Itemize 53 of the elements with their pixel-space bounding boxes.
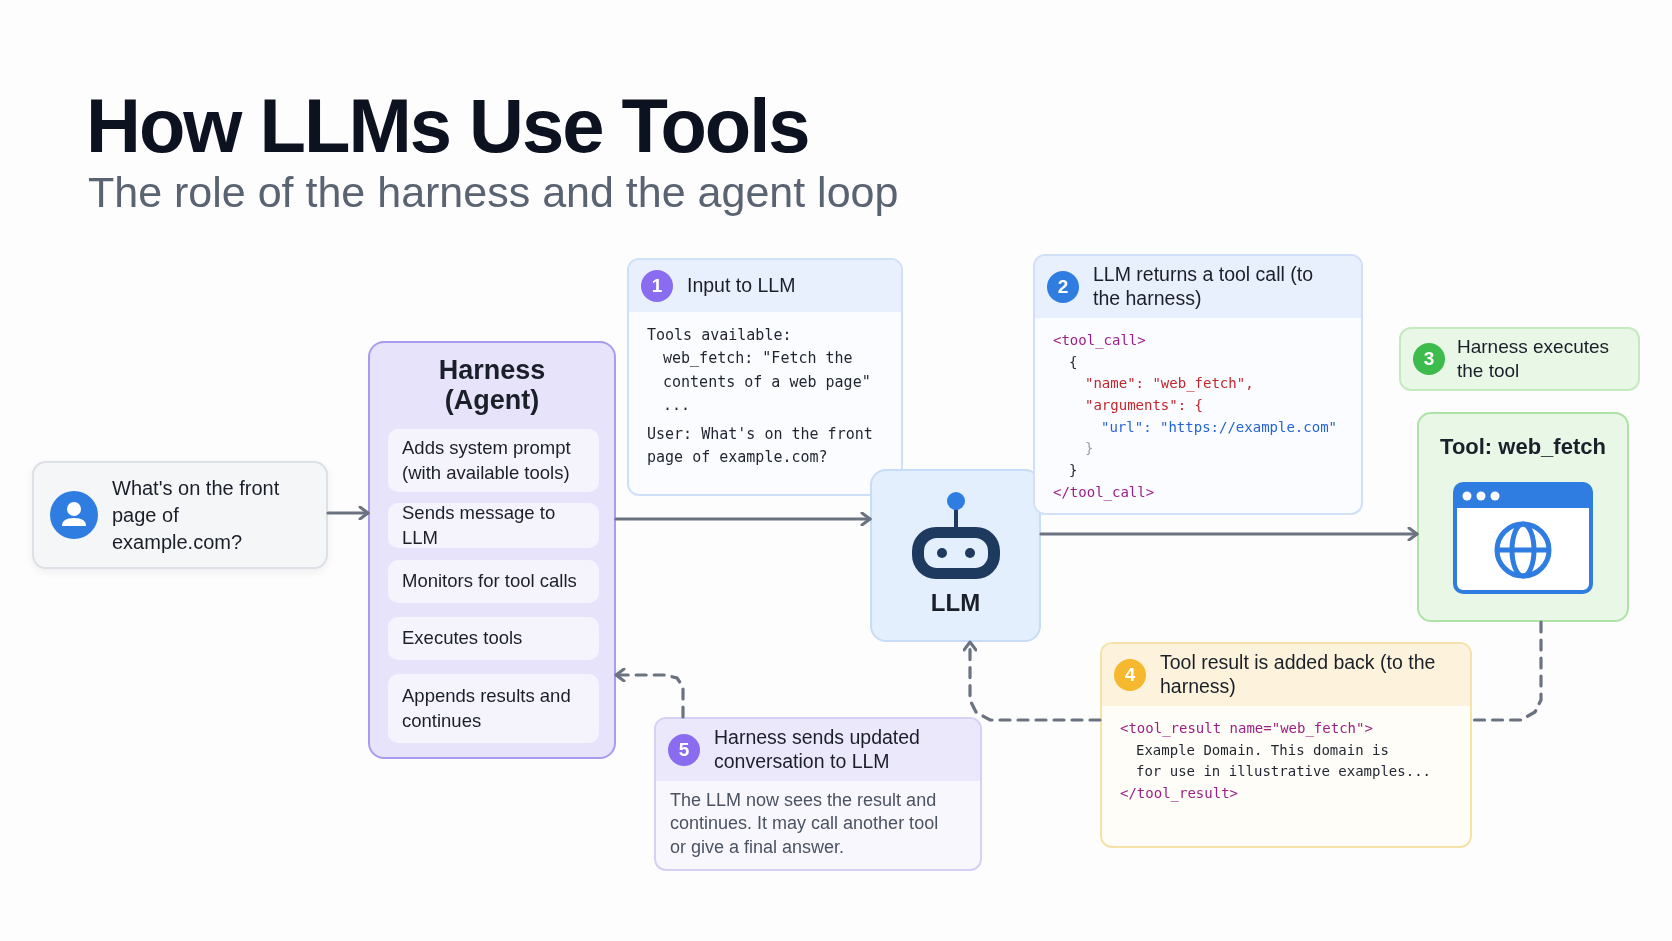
step-heading: Tool result is added back (to the harness) — [1160, 651, 1437, 699]
subtitle: The role of the harness and the agent loop — [88, 168, 899, 217]
tool-card — [1417, 412, 1629, 622]
arrow — [962, 640, 1102, 722]
llm-card — [870, 469, 1041, 642]
code-line: "name": "web_fetch", — [1084, 374, 1255, 394]
step-panel — [1033, 254, 1363, 515]
code-line: User: What's on the front page of example.com? — [647, 424, 874, 469]
code-line: </tool_call> — [1053, 482, 1156, 503]
step-text: Executes tools — [402, 626, 523, 651]
step-heading: LLM returns a tool call (to the harness) — [1093, 263, 1314, 311]
step-text: Appends results and continues — [402, 684, 572, 733]
harness-panel — [368, 341, 616, 759]
arrow — [614, 511, 872, 527]
code-line: ... — [662, 394, 692, 416]
query-text: What's on the front page of example.com? — [112, 475, 281, 555]
step-card — [1399, 327, 1640, 391]
code-line: Tools available: — [647, 325, 793, 346]
tool-name: Tool: web_fetch — [1439, 434, 1607, 460]
code-line: </tool_result> — [1120, 784, 1239, 804]
step-text: Adds system prompt (with available tools) — [402, 436, 572, 485]
step-heading: Harness executes the tool — [1457, 335, 1611, 383]
step-number-badge: 1 — [641, 270, 673, 302]
description-text: The LLM now sees the result and continues. It may call another tool or give a final answer. — [670, 789, 940, 859]
arrow — [614, 667, 685, 719]
step-heading: Input to LLM — [687, 274, 796, 298]
code-line: } — [1068, 461, 1079, 481]
llm-label: LLM — [929, 589, 982, 617]
step-panel — [627, 258, 903, 496]
code-line: <tool_call> — [1053, 331, 1147, 351]
step-text: Monitors for tool calls — [402, 569, 577, 594]
code-line: } — [1084, 439, 1095, 459]
step-heading: Harness sends updated conversation to LLM — [714, 726, 921, 774]
step-text: Sends message to LLM — [402, 501, 557, 550]
step-number-badge: 5 — [668, 734, 700, 766]
step-number-badge: 4 — [1114, 659, 1146, 691]
diagram-title: How LLMs Use Tools — [86, 82, 809, 169]
panel-title: Harness (Agent) — [437, 355, 547, 416]
step-number-badge: 3 — [1413, 343, 1445, 375]
code-line: <tool_result name="web_fetch"> — [1120, 719, 1374, 739]
code-line: { — [1068, 352, 1079, 372]
code-line: "arguments": { — [1084, 396, 1204, 416]
code-line: Example Domain. This domain is — [1135, 740, 1390, 760]
step-number-badge: 2 — [1047, 271, 1079, 303]
code-line: "url": "https://example.com" — [1100, 417, 1338, 437]
step-panel — [1100, 642, 1472, 848]
arrow — [1039, 526, 1419, 542]
code-line: for use in illustrative examples... — [1135, 762, 1432, 782]
step-panel — [654, 717, 982, 871]
query-card — [32, 461, 328, 569]
connector-line — [1470, 620, 1543, 722]
code-line: web_fetch: "Fetch the contents of a web page" — [662, 348, 872, 393]
arrow — [326, 505, 370, 521]
